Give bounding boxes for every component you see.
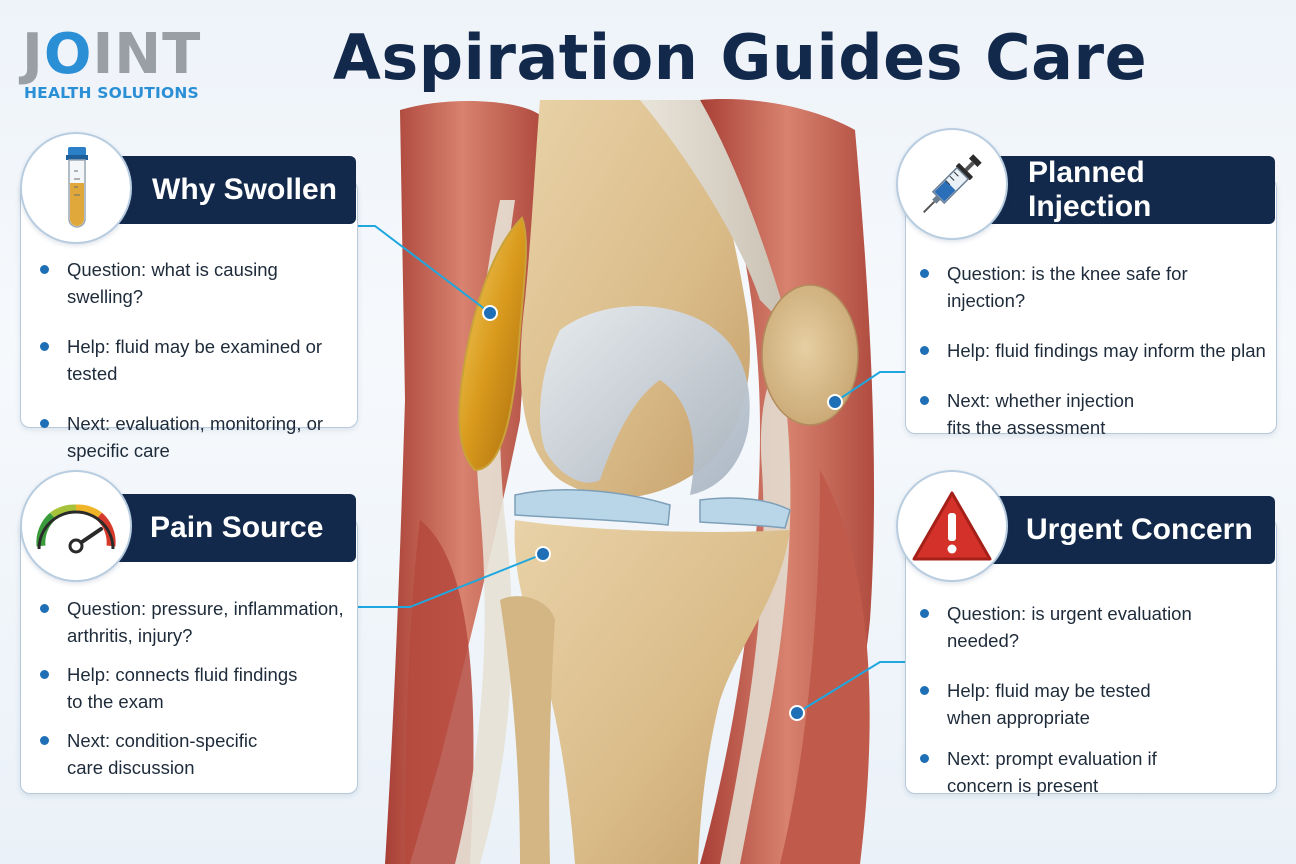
list-item: Question: pressure, inflammation, arthri… [40,595,348,649]
list-item: Next: prompt evaluation if concern is pr… [920,745,1268,799]
meniscus-left [514,489,671,526]
list-item: Question: is urgent evaluation needed? [920,600,1268,654]
warning-triangle-icon [912,491,992,561]
patella-bone [761,284,859,426]
list-item: Help: fluid may be examined or tested [40,333,348,387]
tibia-bone [514,520,790,864]
page-title: Aspiration Guides Care [332,21,1148,94]
articular-cartilage [540,306,750,495]
leader-dot-pain-source [535,546,551,562]
list-item: Help: fluid findings may inform the plan [920,337,1268,364]
leader-dot-urgent [789,705,805,721]
syringe-icon [923,154,982,213]
card-heading-why-swollen: Why Swollen [110,156,356,224]
list-item: Next: whether injection fits the assessm… [920,387,1268,441]
list-item: Question: what is causing swelling? [40,256,348,310]
meniscus-right [699,497,791,529]
logo-subtitle: HEALTH SOLUTIONS [24,84,199,102]
list-item: Help: fluid may be tested when appropria… [920,677,1268,731]
card-heading-planned-injection: Planned Injection [960,156,1275,224]
icon-circle-pain-source [20,470,132,582]
fibula-bone [500,596,555,864]
test-tube-icon [66,147,88,228]
leader-line-urgent [796,661,905,714]
fluid-effusion [458,216,527,472]
leader-dot-injection [827,394,843,410]
card-bullets-pain-source: Question: pressure, inflammation, arthri… [40,595,348,781]
icon-circle-why-swollen [20,132,132,244]
list-item: Next: evaluation, monitoring, or specifi… [40,410,348,464]
icon-circle-planned-injection [896,128,1008,240]
card-bullets-why-swollen: Question: what is causing swelling? Help… [40,256,348,464]
card-bullets-planned-injection: Question: is the knee safe for injection… [920,260,1268,441]
list-item: Help: connects fluid findings to the exa… [40,661,348,715]
right-outer-muscle [780,470,870,864]
lateral-ligament [720,360,791,864]
card-bullets-urgent-concern: Question: is urgent evaluation needed? H… [920,600,1268,799]
left-lower-muscle [405,520,474,864]
list-item: Question: is the knee safe for injection… [920,260,1268,314]
card-heading-urgent-concern: Urgent Concern [960,496,1275,564]
gauge-icon [36,504,116,554]
logo-wordmark: JOINT [22,22,202,87]
list-item: Next: condition-specific care discussion [40,727,348,781]
card-heading-pain-source: Pain Source [110,494,356,562]
leader-line-pain-source [356,553,544,608]
leader-line-why-swollen [356,225,491,314]
brand-logo: JOINT HEALTH SOLUTIONS [22,24,232,106]
icon-circle-urgent-concern [896,470,1008,582]
leader-line-injection [834,371,905,403]
quadriceps-tendon [640,100,790,330]
leader-dot-why-swollen [482,305,498,321]
